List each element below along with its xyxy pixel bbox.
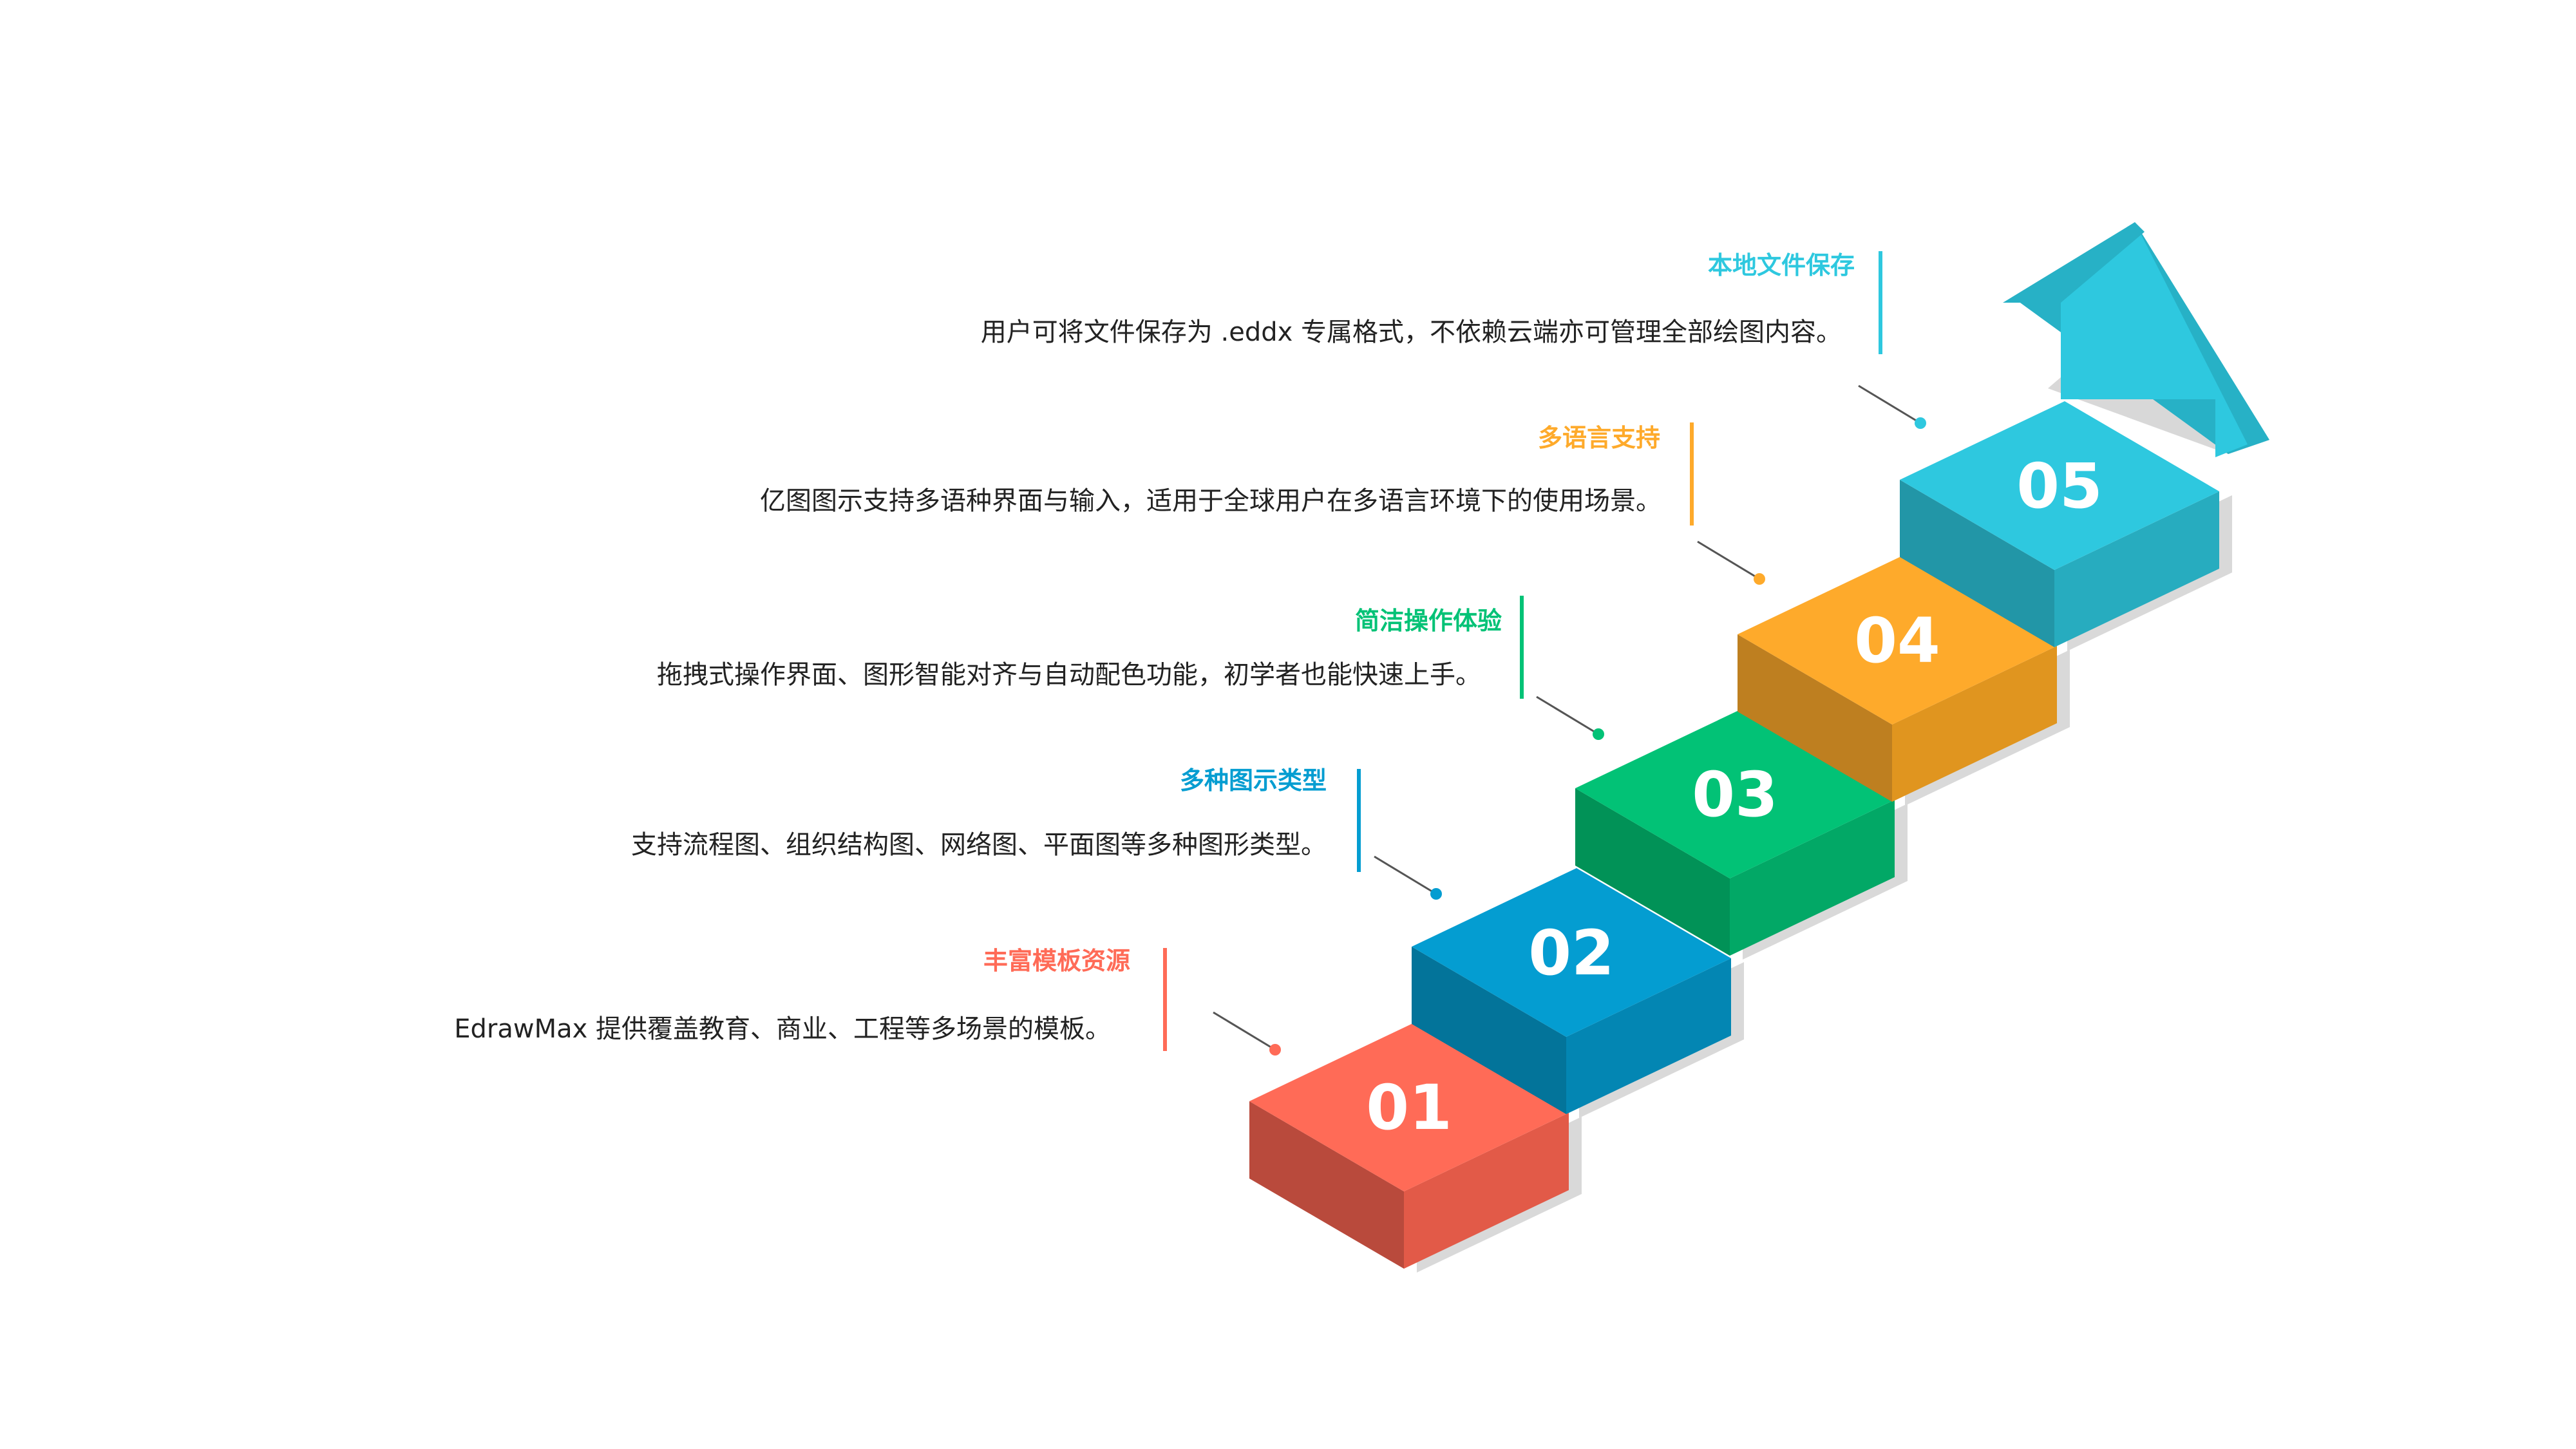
step-04-description: 亿图图示支持多语种界面与输入，适用于全球用户在多语言环境下的使用场景。 [760, 486, 1662, 516]
step-05-description: 用户可将文件保存为 .eddx 专属格式，不依赖云端亦可管理全部绘图内容。 [980, 317, 1842, 347]
step-02-divider [1357, 769, 1361, 872]
step-01-description: EdrawMax 提供覆盖教育、商业、工程等多场景的模板。 [454, 1014, 1111, 1044]
step-front-face [1575, 788, 1730, 956]
step-top-face [1575, 710, 1895, 878]
leader-dot-01 [1269, 1044, 1281, 1056]
step-02-description: 支持流程图、组织结构图、网络图、平面图等多种图形类型。 [631, 830, 1327, 860]
step-number-02: 02 [1528, 917, 1615, 989]
step-number-01: 01 [1366, 1072, 1452, 1144]
leader-dot-02 [1430, 888, 1442, 900]
step-03-description: 拖拽式操作界面、图形智能对齐与自动配色功能，初学者也能快速上手。 [657, 660, 1481, 690]
step-02-title: 多种图示类型 [1179, 766, 1327, 795]
leader-dot-03 [1593, 728, 1604, 740]
step-03-divider [1520, 596, 1524, 699]
step-01-title: 丰富模板资源 [983, 947, 1130, 975]
leader-line-03 [1536, 696, 1599, 735]
step-03-title: 简洁操作体验 [1354, 607, 1502, 635]
step-number-03: 03 [1692, 759, 1778, 831]
arrow-top-face [2061, 222, 2248, 457]
step-05-title: 本地文件保存 [1707, 251, 1855, 279]
step-top-face [1900, 401, 2219, 570]
step-front-face [1412, 947, 1566, 1114]
leader-dot-04 [1754, 573, 1765, 585]
step-top-face [1249, 1023, 1569, 1191]
step-01-divider [1163, 948, 1167, 1051]
arrow-upper-edge [2003, 222, 2145, 303]
step-04-title: 多语言支持 [1537, 424, 1660, 452]
leader-line-01 [1213, 1011, 1276, 1051]
step-side-face [2054, 491, 2219, 647]
step-number-05: 05 [2016, 450, 2103, 522]
leader-line-05 [1858, 384, 1921, 424]
step-side-face [1730, 800, 1895, 956]
steps-group: 01 02 03 04 05 [1213, 384, 2219, 1269]
step-top-face [1738, 556, 2057, 724]
step-front-face [1249, 1101, 1404, 1269]
arrow-head [2003, 222, 2269, 457]
step-04-divider [1690, 422, 1694, 526]
step-front-face [1900, 480, 2054, 647]
step-side-face [1566, 958, 1731, 1114]
step-number-04: 04 [1854, 605, 1940, 677]
step-side-face [1892, 646, 2057, 802]
step-side-face [1404, 1113, 1569, 1269]
step-top-face [1412, 868, 1731, 1037]
leader-line-04 [1697, 540, 1760, 580]
leader-dot-05 [1915, 417, 1926, 429]
step-front-face [1738, 634, 1892, 802]
leader-line-02 [1374, 855, 1437, 895]
step-05-divider [1879, 251, 1882, 354]
